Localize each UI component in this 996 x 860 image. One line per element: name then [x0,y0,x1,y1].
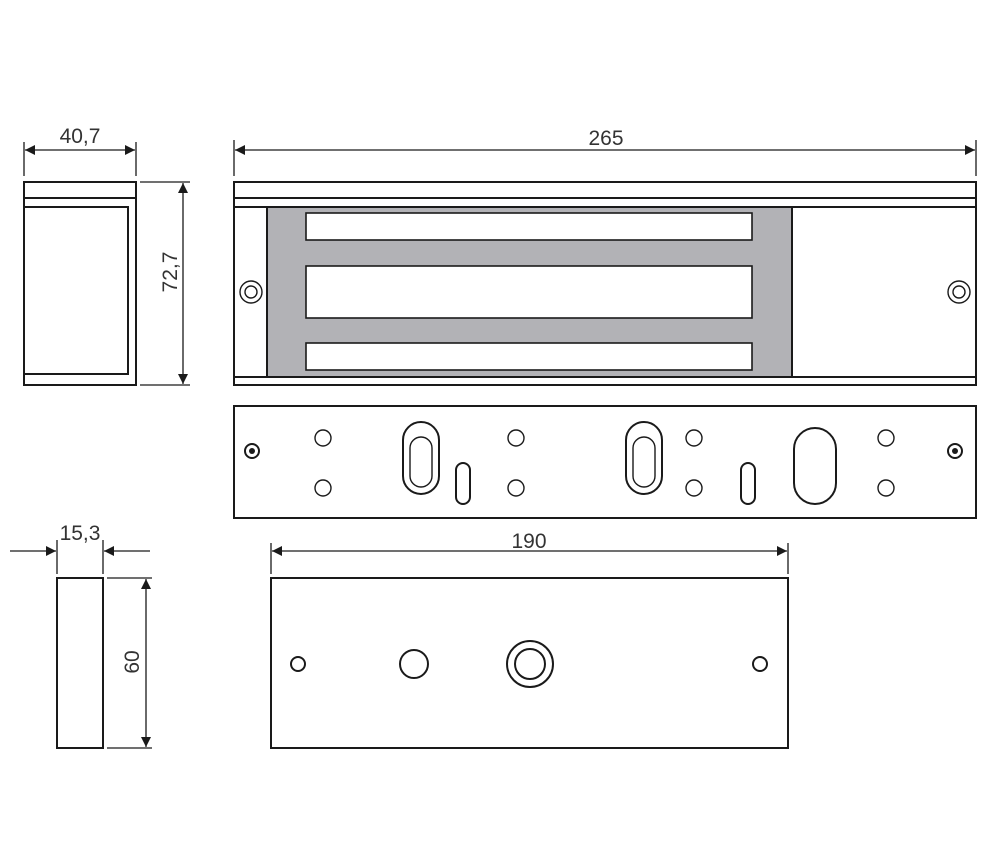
front-view-magnet [233,181,977,386]
dim-side-depth: 40,7 [23,125,137,176]
side-view-magnet [23,181,137,386]
slot-small-right [740,462,756,505]
screw-right [947,280,971,304]
plate-screw-left [244,443,260,459]
keyhole-slot-right [625,421,663,495]
core-slot-middle [305,265,753,319]
plate-hole [507,429,525,447]
plate-hole [314,429,332,447]
dim-height: 72,7 [140,181,190,386]
dim-bracket-height: 60 [107,577,152,749]
bracket-counterbore [506,640,554,688]
dim-total-length: 265 [233,127,977,176]
dim-bracket-length: 190 [270,530,789,574]
dim-bracket-depth-label: 15,3 [60,522,101,545]
plate-hole [877,429,895,447]
dim-bracket-height-label: 60 [121,650,144,673]
bracket-hole-right [752,656,768,672]
dim-height-label: 72,7 [159,252,182,293]
keyhole-slot-left [402,421,440,495]
bracket-front-view [270,577,789,749]
dim-bracket-depth: 15,3 [10,522,150,574]
dim-total-length-label: 265 [588,127,623,150]
bracket-hole-left [290,656,306,672]
plate-hole [314,479,332,497]
bracket-side-view [56,577,104,749]
plate-screw-right [947,443,963,459]
slot-small-left [455,462,471,505]
bracket-hole-medium [399,649,429,679]
screw-left [239,280,263,304]
plate-hole [877,479,895,497]
mounting-plate [233,405,977,519]
plate-hole [507,479,525,497]
core-slot-bottom [305,342,753,371]
dim-side-depth-label: 40,7 [60,125,101,148]
plate-hole [685,429,703,447]
core-slot-top [305,212,753,241]
plate-hole [685,479,703,497]
dim-bracket-length-label: 190 [511,530,546,553]
slot-large [793,427,837,505]
